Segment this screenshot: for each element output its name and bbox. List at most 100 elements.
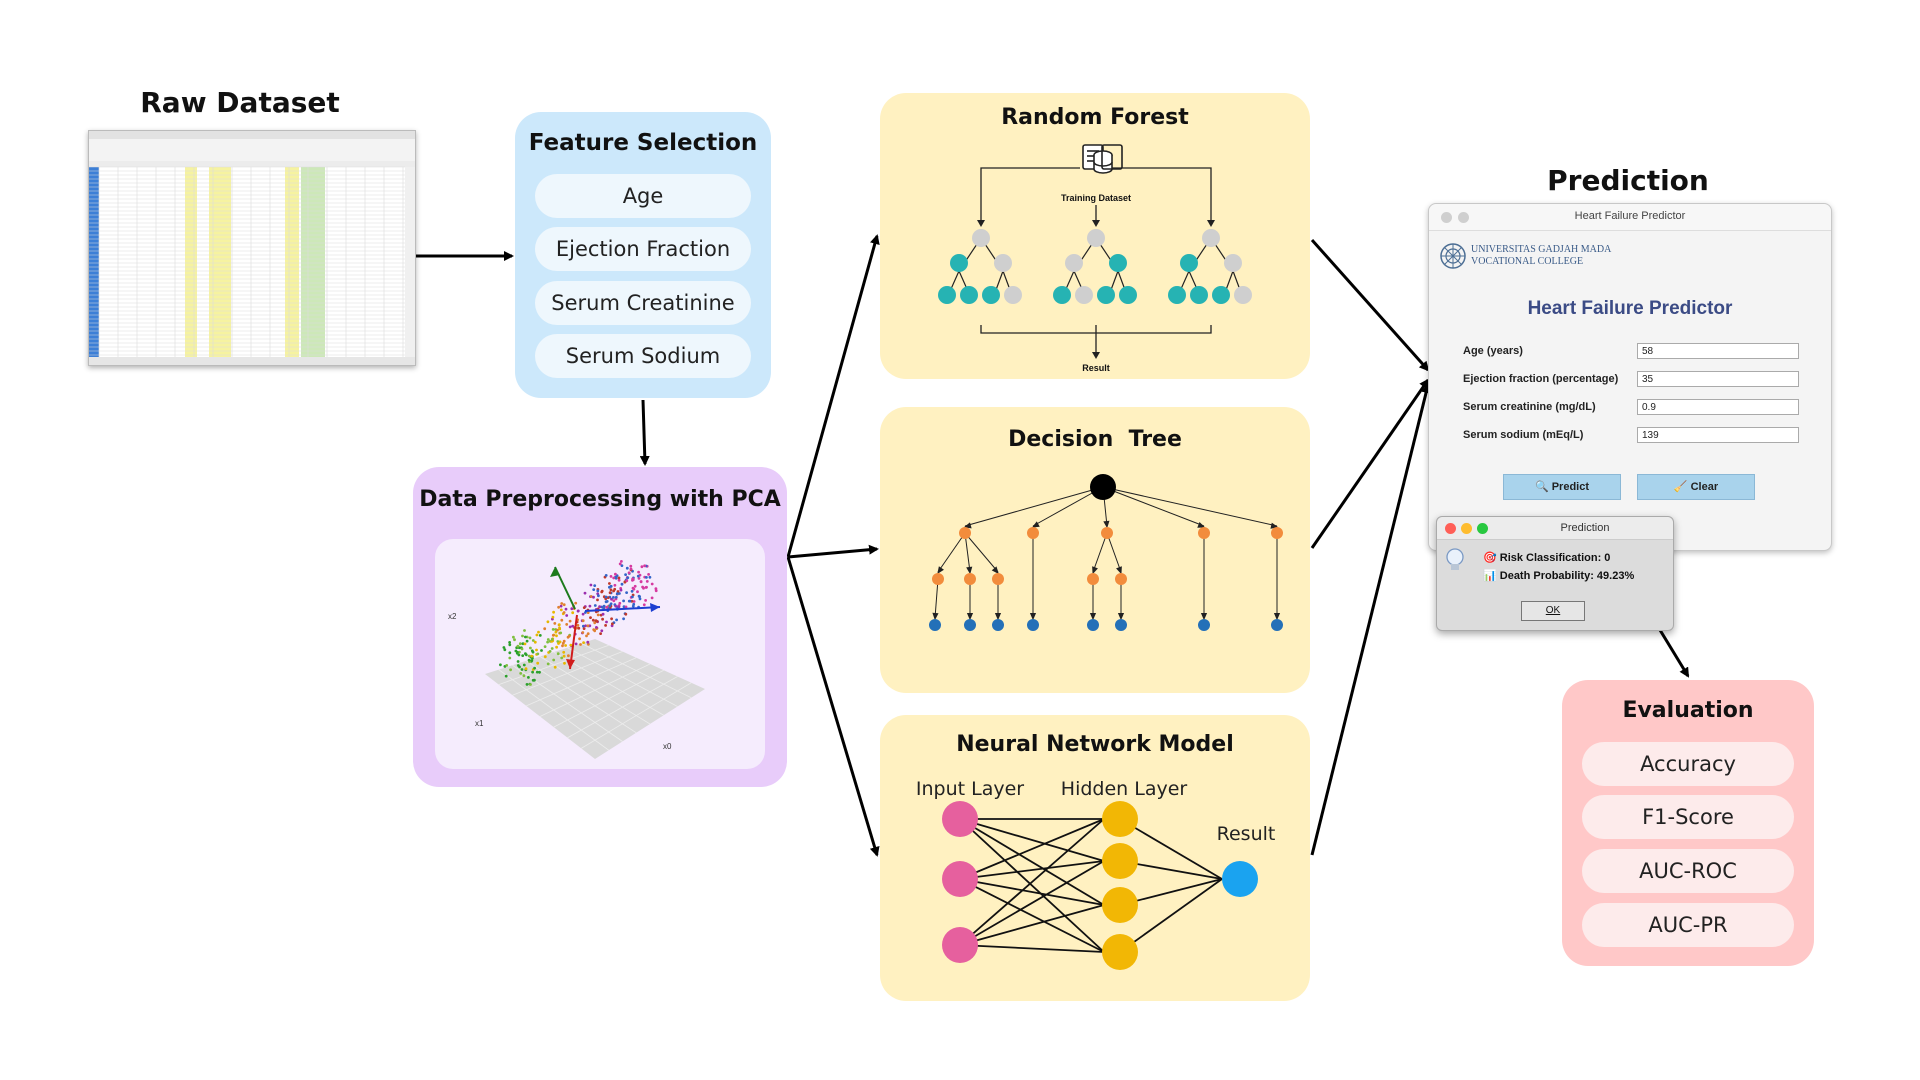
pca-point — [648, 575, 652, 579]
dt-internal-node — [1027, 527, 1039, 539]
pca-point — [624, 605, 628, 609]
pca-point — [632, 587, 636, 591]
pca-point — [538, 634, 542, 637]
pca-point — [564, 607, 568, 611]
pca-point — [605, 620, 608, 624]
pca-point — [550, 638, 554, 641]
decision-tree-title: Decision Tree — [1008, 427, 1182, 452]
pca-point — [535, 648, 538, 652]
metric-f1-score: F1-Score — [1582, 795, 1794, 839]
pca-axis-label-x0: x0 — [663, 742, 672, 751]
arrow-features-to-pca — [639, 399, 650, 466]
pca-point — [586, 632, 590, 636]
popup-minimize-dot[interactable] — [1461, 523, 1472, 534]
pca-point — [563, 661, 566, 665]
pca-point — [618, 592, 621, 595]
age-input[interactable]: 58 — [1637, 343, 1799, 359]
popup-close-dot[interactable] — [1445, 523, 1456, 534]
ok-button[interactable]: OK — [1521, 601, 1585, 621]
pca-point — [538, 670, 541, 674]
pca-point — [613, 583, 617, 587]
pca-point — [595, 626, 598, 629]
university-logo — [1439, 242, 1467, 270]
pca-ground-plane — [485, 639, 705, 759]
pca-point — [551, 615, 555, 619]
dt-internal-node — [992, 573, 1004, 585]
pca-point — [627, 571, 631, 575]
pca-point — [556, 628, 559, 632]
pca-point — [596, 589, 600, 593]
dt-internal-node — [1087, 573, 1099, 585]
pca-axis-blue — [584, 606, 661, 612]
feature-selection-title: Feature Selection — [528, 130, 758, 156]
app-heading: Heart Failure Predictor — [1527, 298, 1733, 319]
pca-point — [600, 629, 604, 633]
pca-point — [629, 564, 633, 568]
neural-network-title: Neural Network Model — [956, 732, 1234, 757]
rf-leaf-node — [1190, 286, 1208, 304]
pca-point — [516, 660, 520, 663]
pca-point — [578, 637, 581, 641]
pca-point — [617, 605, 621, 609]
dt-internal-node — [1198, 527, 1210, 539]
dt-leaf-node — [1198, 619, 1210, 631]
nn-result-label: Result — [1217, 823, 1276, 845]
pca-point — [531, 650, 535, 654]
pca-point — [550, 647, 554, 650]
pca-point — [612, 589, 615, 593]
pca-point — [518, 650, 521, 654]
sodium-input[interactable]: 139 — [1637, 427, 1799, 443]
clear-button[interactable]: 🧹 Clear — [1637, 474, 1755, 500]
pca-point — [565, 614, 569, 617]
pca-point — [546, 638, 550, 641]
pca-point — [637, 570, 640, 574]
pca-point — [540, 649, 543, 652]
pca-point — [582, 641, 585, 644]
creatinine-input[interactable]: 0.9 — [1637, 399, 1799, 415]
pca-point — [619, 588, 623, 592]
dt-internal-node — [964, 573, 976, 585]
pca-title: Data Preprocessing with PCA — [419, 487, 781, 512]
rf-leaf-node — [1004, 286, 1022, 304]
evaluation-title: Evaluation — [1622, 698, 1754, 723]
pca-point — [533, 678, 536, 682]
university-name: UNIVERSITAS GADJAH MADA — [1471, 244, 1612, 255]
pca-point — [608, 585, 611, 589]
pca-point — [625, 579, 629, 583]
pca-point — [596, 613, 600, 617]
pca-point — [647, 573, 650, 576]
window-minimize-dot[interactable] — [1458, 212, 1469, 223]
pca-point — [527, 658, 531, 662]
pca-point — [529, 646, 532, 650]
pca-point — [604, 574, 608, 577]
pca-point — [582, 624, 585, 628]
predictor-window: Heart Failure Predictor UNIVERSITAS GADJ… — [1428, 203, 1832, 551]
pca-point — [552, 658, 556, 662]
nn-hidden-node — [1102, 887, 1138, 923]
ejection-input[interactable]: 35 — [1637, 371, 1799, 387]
pca-point — [589, 583, 593, 587]
pca-point — [522, 674, 526, 678]
pca-point — [517, 653, 521, 657]
pca-point — [571, 611, 575, 615]
popup-zoom-dot[interactable] — [1477, 523, 1488, 534]
creatinine-field-label: Serum creatinine (mg/dL) — [1463, 401, 1596, 413]
college-name: VOCATIONAL COLLEGE — [1471, 256, 1584, 267]
pca-point — [602, 604, 606, 608]
pca-point — [628, 599, 632, 603]
pca-point — [591, 618, 595, 622]
random-forest-diagram: Training Dataset Result — [938, 144, 1252, 373]
pca-point — [562, 650, 566, 654]
sodium-field-label: Serum sodium (mEq/L) — [1463, 429, 1584, 441]
rf-leaf-node — [960, 286, 978, 304]
pca-point — [524, 653, 528, 657]
predict-button[interactable]: 🔍 Predict — [1503, 474, 1621, 500]
pca-point — [514, 649, 518, 653]
pca-point — [582, 606, 586, 609]
pca-point — [529, 683, 532, 686]
pca-point — [559, 608, 563, 612]
pca-point — [638, 597, 642, 601]
pca-point — [645, 580, 649, 583]
feature-selection-panel: Feature Selection Age Ejection Fraction … — [515, 112, 771, 398]
window-close-dot[interactable] — [1441, 212, 1452, 223]
